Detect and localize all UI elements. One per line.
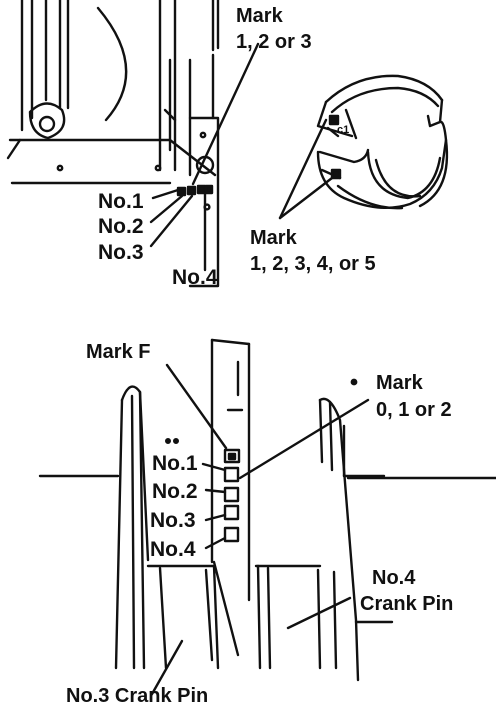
- crank-pin-4-line2: Crank Pin: [360, 593, 453, 615]
- block-mark-values: 1, 2 or 3: [236, 31, 312, 53]
- pin-label-4: No.4: [150, 538, 196, 561]
- bottom-leader-lines: [150, 363, 370, 696]
- bottom-labels: Mark F Mark 0, 1 or 2 No.1 No.2 No.3 No.…: [66, 341, 453, 707]
- mark-f-label: Mark F: [86, 341, 150, 363]
- block-mark-title: Mark: [236, 5, 284, 27]
- crankshaft-drawing: [38, 338, 496, 682]
- journal-label-1: No.1: [98, 190, 144, 213]
- pin-label-2: No.2: [152, 480, 198, 503]
- journal-label-4: No.4: [172, 266, 218, 289]
- pin-label-1: No.1: [152, 452, 198, 475]
- crank-pin-3-label: No.3 Crank Pin: [66, 685, 208, 707]
- pin-label-3: No.3: [150, 509, 196, 532]
- cylinder-block-drawing: [6, 0, 220, 288]
- pin-mark-values: 0, 1 or 2: [376, 399, 452, 421]
- bearing-tab-glyph: c1: [337, 124, 349, 136]
- top-leader-lines: [149, 42, 334, 272]
- bearing-mark-title: Mark: [250, 227, 298, 249]
- bearing-mark-values: 1, 2, 3, 4, or 5: [250, 253, 376, 275]
- bearing-shell-drawing: [316, 74, 449, 210]
- pin-mark-title: Mark: [376, 372, 424, 394]
- journal-label-3: No.3: [98, 241, 144, 264]
- crank-pin-4-line1: No.4: [372, 567, 416, 589]
- top-labels: Mark 1, 2 or 3 No.1 No.2 No.3 No.4 c1 Ma…: [98, 5, 376, 289]
- journal-label-2: No.2: [98, 215, 144, 238]
